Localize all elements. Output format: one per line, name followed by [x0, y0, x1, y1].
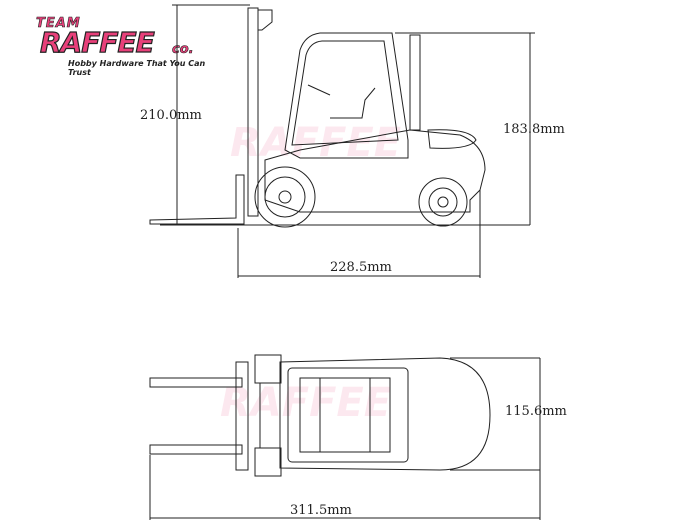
- mast: [247, 7, 259, 217]
- exhaust: [409, 34, 421, 131]
- front-wheel-left: [254, 354, 282, 384]
- fork-tine-upper: [149, 377, 243, 388]
- dim-label-top-length: 311.5mm: [290, 503, 352, 518]
- cab-top: [287, 367, 409, 463]
- body: [264, 129, 486, 213]
- fork: [149, 174, 245, 225]
- fork-tine-lower: [149, 444, 243, 455]
- front-wheel-right: [254, 447, 282, 477]
- rear-wheel: [418, 177, 468, 227]
- dim-label-cab-height: 183.8mm: [503, 122, 565, 137]
- dim-label-top-width: 115.6mm: [505, 404, 567, 419]
- front-wheel: [254, 166, 316, 228]
- body-top: [279, 357, 491, 471]
- dim-label-side-length: 228.5mm: [330, 260, 392, 275]
- dim-label-total-height: 210.0mm: [140, 108, 202, 123]
- cab: [284, 32, 409, 159]
- top-view: [149, 354, 541, 520]
- side-view: [149, 4, 535, 278]
